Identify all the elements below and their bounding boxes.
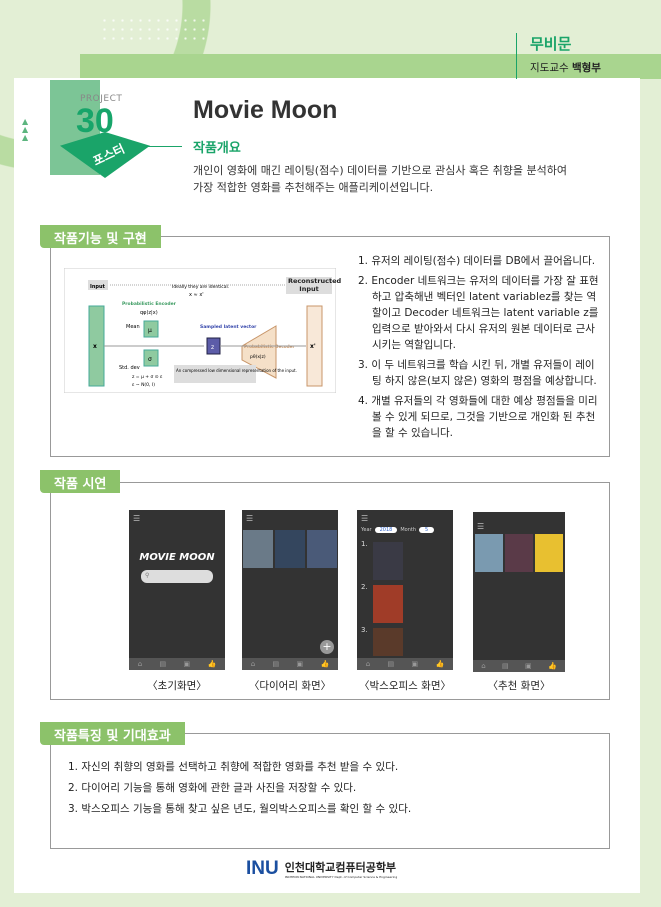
screen-home: ☰ MOVIE MOON ⚲ ⌂ ▤ ▣ 👍 [129, 510, 225, 670]
list-item: 4. 개별 유저들의 각 영화들에 대한 예상 평점들을 미리 볼 수 있게 되… [358, 395, 598, 439]
bottom-nav: ⌂ ▤ ▣ 👍 [129, 658, 225, 670]
list-item: 3. 이 두 네트워크를 학습 시킨 뒤, 개별 유저들이 레이팅 하지 않은(… [358, 359, 597, 387]
svg-text:pθ(x|z): pθ(x|z) [250, 354, 266, 360]
screen-recommend: ☰ ⌂ ▤ ▣ 👍 [473, 512, 565, 672]
implementation-heading: 작품기능 및 구현 [40, 225, 161, 248]
school-name: 인천대학교컴퓨터공학부 [284, 861, 397, 874]
film-icon[interactable]: ▣ [296, 660, 304, 668]
movie-poster [373, 585, 403, 623]
menu-icon: ☰ [477, 522, 485, 531]
reconstructed-input-label: Reconstructed Input [286, 277, 342, 294]
home-icon[interactable]: ⌂ [250, 660, 256, 668]
page-title: Movie Moon [193, 96, 338, 124]
overview-text: 개인이 영화에 매긴 레이팅(점수) 데이터를 기반으로 관심사 혹은 취향을 … [193, 164, 568, 194]
thumbs-up-icon[interactable]: 👍 [320, 660, 330, 668]
features-box [50, 733, 610, 849]
svg-text:x': x' [310, 343, 316, 350]
movie-poster [275, 530, 305, 568]
month-label: Month [400, 527, 416, 533]
team-name: 무비문 [530, 35, 572, 53]
decorative-dots [100, 16, 210, 46]
menu-icon: ☰ [133, 514, 141, 523]
list-item: 2. Encoder 네트워크는 유저의 데이터를 가장 잘 표현하고 압축해낸… [358, 275, 599, 351]
implementation-list: 1. 유저의 레이팅(점수) 데이터를 DB에서 끌어옵니다. 2. Encod… [358, 253, 603, 445]
features-heading: 작품특징 및 기대효과 [40, 722, 185, 745]
svg-text:x: x [93, 343, 97, 350]
caption: 〈초기화면〉 [147, 680, 207, 692]
thumbs-up-icon[interactable]: 👍 [207, 660, 217, 668]
home-icon[interactable]: ⌂ [481, 662, 486, 670]
university-logo: INU 인천대학교컴퓨터공학부 INCHEON NATIONAL UNIVERS… [246, 858, 397, 880]
app-title: MOVIE MOON [139, 552, 215, 563]
demo-heading: 작품 시연 [40, 470, 121, 493]
diary-icon[interactable]: ▤ [159, 660, 167, 668]
svg-text:qφ(z|x): qφ(z|x) [140, 310, 158, 316]
thumbs-up-icon[interactable]: 👍 [548, 662, 557, 670]
svg-text:Input: Input [90, 284, 106, 290]
menu-icon: ☰ [246, 514, 254, 523]
svg-text:σ: σ [148, 356, 152, 363]
rank: 1. [361, 540, 368, 548]
svg-text:Ideally they are identical.: Ideally they are identical. [172, 284, 229, 290]
inu-logo: INU [246, 858, 279, 879]
diary-icon[interactable]: ▤ [387, 660, 395, 668]
connector-line [140, 146, 182, 147]
search-input[interactable]: ⚲ [141, 570, 213, 583]
author-divider [516, 33, 517, 79]
features-list: 1. 자신의 취향의 영화를 선택하고 취향에 적합한 영화를 추천 받을 수 … [68, 757, 411, 820]
svg-text:Sampled latent vector: Sampled latent vector [200, 324, 257, 330]
film-icon[interactable]: ▣ [525, 662, 532, 670]
bottom-nav: ⌂ ▤ ▣ 👍 [357, 658, 453, 670]
svg-text:x ≈ x': x ≈ x' [189, 292, 204, 298]
add-button[interactable]: + [320, 640, 334, 654]
movie-poster [373, 628, 403, 656]
movie-poster [243, 530, 273, 568]
svg-text:μ: μ [148, 327, 152, 334]
svg-text:Probabilistic Encoder: Probabilistic Encoder [122, 301, 177, 307]
year-label: Year [361, 527, 372, 533]
home-icon[interactable]: ⌂ [137, 660, 143, 668]
overview-heading: 작품개요 [193, 141, 241, 156]
svg-text:Std. dev: Std. dev [119, 365, 140, 371]
movie-poster [535, 534, 563, 572]
list-item: 1. 자신의 취향의 영화를 선택하고 취향에 적합한 영화를 추천 받을 수 … [68, 761, 399, 773]
advisor: 지도교수 백형부 [530, 62, 601, 74]
caption: 〈다이어리 화면〉 [248, 680, 332, 692]
list-item: 1. 유저의 레이팅(점수) 데이터를 DB에서 끌어옵니다. [358, 255, 596, 267]
svg-text:Mean: Mean [126, 324, 140, 330]
svg-text:z = μ + σ ⊙ ε: z = μ + σ ⊙ ε [132, 374, 163, 380]
diary-icon[interactable]: ▤ [502, 662, 509, 670]
movie-poster [373, 542, 403, 580]
school-name-en: INCHEON NATIONAL UNIVERSITY Dept. of Com… [284, 875, 398, 879]
bottom-nav: ⌂ ▤ ▣ 👍 [242, 658, 338, 670]
triangle-icons: ▲▲▲ [22, 117, 29, 142]
year-select[interactable]: 2018 [374, 527, 398, 533]
rank: 2. [361, 583, 368, 591]
header-band [80, 54, 661, 79]
list-item: 2. 다이어리 기능을 통해 영화에 관한 글과 사진을 저장할 수 있다. [68, 782, 357, 794]
svg-text:An compressed low dimensional: An compressed low dimensional representa… [176, 368, 297, 373]
film-icon[interactable]: ▣ [183, 660, 191, 668]
screen-diary: ☰ + ⌂ ▤ ▣ 👍 [242, 510, 338, 670]
movie-poster [307, 530, 337, 568]
month-select[interactable]: 5 [419, 527, 435, 533]
movie-poster [505, 534, 533, 572]
caption: 〈추천 화면〉 [487, 680, 551, 692]
menu-icon: ☰ [361, 514, 369, 523]
caption: 〈박스오피스 화면〉 [359, 680, 451, 692]
thumbs-up-icon[interactable]: 👍 [435, 660, 445, 668]
home-icon[interactable]: ⌂ [365, 660, 371, 668]
rank: 3. [361, 626, 368, 634]
list-item: 3. 박스오피스 기능을 통해 찾고 싶은 년도, 월의박스오피스를 확인 할 … [68, 803, 412, 815]
svg-text:ε ~ N(0, I): ε ~ N(0, I) [132, 382, 155, 388]
project-label: PROJECT [80, 94, 123, 104]
movie-poster [475, 534, 503, 572]
diary-icon[interactable]: ▤ [272, 660, 280, 668]
bottom-nav: ⌂ ▤ ▣ 👍 [473, 660, 565, 672]
film-icon[interactable]: ▣ [411, 660, 419, 668]
search-icon: ⚲ [145, 572, 150, 579]
svg-text:z: z [211, 344, 214, 351]
